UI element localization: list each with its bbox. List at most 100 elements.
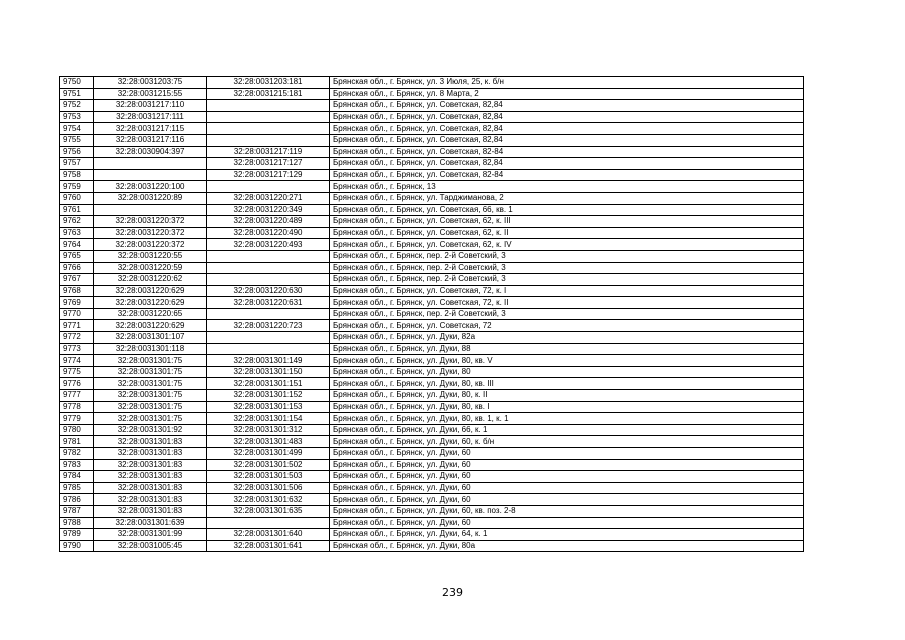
row-number-cell: 9754 [59,122,94,135]
cadastral-number-cell: 32:28:0031301:99 [93,528,207,541]
cadastral-number-cell: 32:28:0031220:55 [93,249,207,263]
related-cadastral-number-cell [206,307,330,321]
row-number-cell: 9782 [59,447,94,460]
row-number-cell: 9790 [59,539,94,553]
related-cadastral-number-cell [206,133,330,147]
cadastral-number-cell: 32:28:0031203:75 [93,76,207,89]
address-cell: Брянская обл., г. Брянск, ул. Дуки, 60, … [329,504,804,518]
row-number-cell: 9772 [59,331,94,344]
cadastral-number-cell: 32:28:0031220:629 [93,296,207,309]
cadastral-number-cell: 32:28:0031215:55 [93,87,207,101]
related-cadastral-number-cell: 32:28:0031301:151 [206,377,330,391]
address-cell: Брянская обл., г. Брянск, ул. 8 Марта, 2 [329,87,804,101]
related-cadastral-number-cell: 32:28:0031220:349 [206,203,330,217]
address-cell: Брянская обл., г. Брянск, ул. Дуки, 60 [329,493,804,506]
cadastral-number-cell: 32:28:0031301:92 [93,423,207,437]
row-number-cell: 9758 [59,168,94,182]
related-cadastral-number-cell: 32:28:0031301:641 [206,539,330,553]
address-cell: Брянская обл., г. Брянск, ул. Советская,… [329,110,804,124]
address-cell: Брянская обл., г. Брянск, ул. Дуки, 60 [329,470,804,483]
address-cell: Брянская обл., г. Брянск, ул. Дуки, 60 [329,516,804,530]
related-cadastral-number-cell: 32:28:0031301:150 [206,365,330,379]
related-cadastral-number-cell: 32:28:0031301:635 [206,504,330,518]
row-number-cell: 9777 [59,389,94,402]
address-cell: Брянская обл., г. Брянск, ул. Советская,… [329,226,804,240]
cadastral-number-cell: 32:28:0031220:65 [93,307,207,321]
related-cadastral-number-cell [206,331,330,344]
related-cadastral-number-cell: 32:28:0031301:154 [206,412,330,425]
address-cell: Брянская обл., г. Брянск, ул. Дуки, 60 [329,481,804,495]
related-cadastral-number-cell: 32:28:0031301:502 [206,458,330,472]
cadastral-number-cell: 32:28:0031301:83 [93,458,207,472]
row-number-cell: 9760 [59,191,94,205]
address-cell: Брянская обл., г. Брянск, ул. Советская,… [329,133,804,147]
address-cell: Брянская обл., г. Брянск, ул. Советская,… [329,284,804,298]
related-cadastral-number-cell: 32:28:0031301:312 [206,423,330,437]
row-number-cell: 9776 [59,377,94,391]
row-number-cell: 9753 [59,110,94,124]
cadastral-number-cell: 32:28:0031220:89 [93,191,207,205]
row-number-cell: 9787 [59,504,94,518]
cadastral-number-cell: 32:28:0031301:83 [93,493,207,506]
address-cell: Брянская обл., г. Брянск, 13 [329,180,804,193]
address-cell: Брянская обл., г. Брянск, ул. Советская,… [329,215,804,228]
row-number-cell: 9771 [59,319,94,333]
related-cadastral-number-cell [206,273,330,286]
page-number: 239 [442,586,463,599]
address-cell: Брянская обл., г. Брянск, ул. Советская,… [329,319,804,333]
row-number-cell: 9775 [59,365,94,379]
address-cell: Брянская обл., г. Брянск, пер. 2-й Совет… [329,249,804,263]
row-number-cell: 9785 [59,481,94,495]
row-number-cell: 9788 [59,516,94,530]
cadastral-number-cell: 32:28:0031301:75 [93,412,207,425]
cadastral-number-cell: 32:28:0031301:83 [93,447,207,460]
related-cadastral-number-cell: 32:28:0031301:499 [206,447,330,460]
row-number-cell: 9774 [59,354,94,367]
cadastral-number-cell: 32:28:0031220:372 [93,215,207,228]
cadastral-number-cell: 32:28:0031217:110 [93,99,207,112]
cadastral-number-cell: 32:28:0031301:83 [93,504,207,518]
cadastral-number-cell: 32:28:0031220:629 [93,319,207,333]
address-cell: Брянская обл., г. Брянск, ул. Дуки, 82а [329,331,804,344]
related-cadastral-number-cell: 32:28:0031220:493 [206,238,330,251]
related-cadastral-number-cell: 32:28:0031301:483 [206,435,330,448]
cadastral-number-cell: 32:28:0031301:107 [93,331,207,344]
address-cell: Брянская обл., г. Брянск, ул. Дуки, 80 [329,365,804,379]
row-number-cell: 9757 [59,157,94,170]
address-cell: Брянская обл., г. Брянск, ул. Советская,… [329,99,804,112]
cadastral-number-cell: 32:28:0031301:639 [93,516,207,530]
address-cell: Брянская обл., г. Брянск, ул. Дуки, 60 [329,447,804,460]
cadastral-number-cell: 32:28:0031301:83 [93,435,207,448]
cadastral-number-cell: 32:28:0031220:62 [93,273,207,286]
cadastral-number-cell: 32:28:0031220:629 [93,284,207,298]
cadastral-number-cell: 32:28:0031301:83 [93,481,207,495]
row-number-cell: 9752 [59,99,94,112]
address-cell: Брянская обл., г. Брянск, ул. Дуки, 80, … [329,389,804,402]
row-number-cell: 9763 [59,226,94,240]
row-number-cell: 9789 [59,528,94,541]
related-cadastral-number-cell [206,516,330,530]
address-cell: Брянская обл., г. Брянск, ул. Советская,… [329,122,804,135]
cadastral-number-cell: 32:28:0031220:100 [93,180,207,193]
related-cadastral-number-cell: 32:28:0031220:631 [206,296,330,309]
